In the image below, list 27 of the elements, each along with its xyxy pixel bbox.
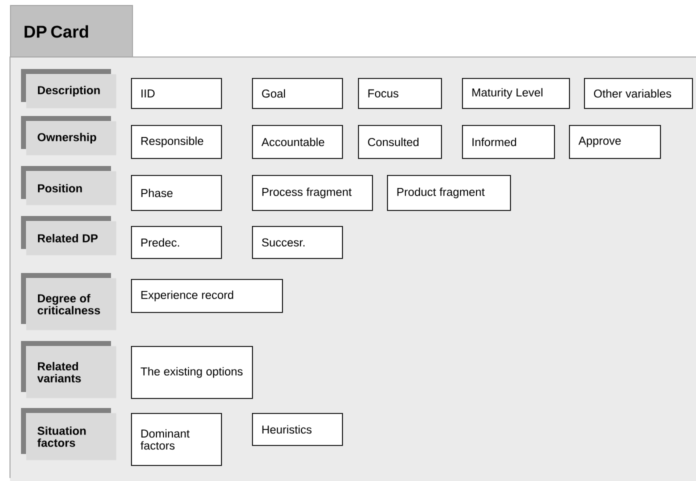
field-box: Phase	[131, 175, 222, 211]
field-box: Process fragment	[252, 175, 373, 211]
row-label: Ownership	[21, 116, 116, 156]
field-box: Goal	[252, 78, 343, 109]
card-tab: DP Card	[10, 5, 133, 58]
row-label: Situation factors	[21, 408, 116, 460]
field-box: Approve	[569, 125, 661, 159]
field-box: Focus	[358, 78, 442, 109]
field-box: Succesr.	[252, 226, 343, 259]
field-box: Consulted	[358, 125, 442, 159]
field-box: Responsible	[131, 125, 222, 159]
field-box: Informed	[462, 125, 555, 159]
row-label: Degree of criticalness	[21, 272, 116, 330]
field-box: Experience record	[131, 279, 283, 313]
row-label: Position	[21, 166, 116, 206]
row-label: Description	[21, 69, 116, 108]
field-box: Product fragment	[387, 175, 511, 211]
field-box: Dominant factors	[131, 412, 222, 466]
row-label: Related variants	[21, 341, 116, 398]
field-box: Heuristics	[252, 412, 343, 446]
field-box: Accountable	[252, 125, 343, 159]
field-box: The existing options	[131, 346, 253, 399]
field-box: Maturity Level	[462, 78, 570, 109]
field-box: Other variables	[584, 78, 693, 109]
field-box: Predec.	[131, 226, 222, 259]
row-label: Related DP	[21, 216, 116, 256]
field-box: IID	[131, 78, 222, 109]
